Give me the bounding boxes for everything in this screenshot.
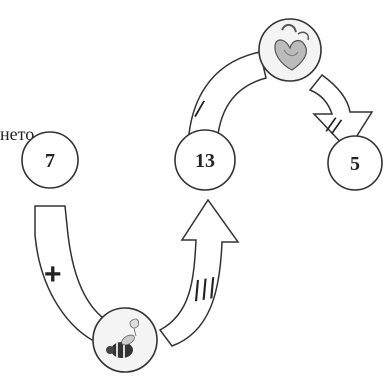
arrow-up-to-middle: /// (158, 198, 240, 347)
cut-off-label: нето. (0, 124, 39, 144)
node-middle-value: 13 (195, 150, 215, 172)
node-left-value: 7 (45, 150, 55, 172)
heart-drawing-icon (258, 18, 322, 82)
node-right: 5 (327, 135, 383, 191)
node-right-value: 5 (350, 153, 360, 175)
node-left: 7 (21, 131, 79, 189)
node-middle: 13 (174, 129, 236, 191)
arrow-up-mark: /// (191, 272, 220, 307)
bee-flower-drawing-icon (92, 307, 158, 373)
arrow-top-to-right: // (308, 73, 374, 152)
arrow-left-down-mark: + (44, 258, 62, 291)
